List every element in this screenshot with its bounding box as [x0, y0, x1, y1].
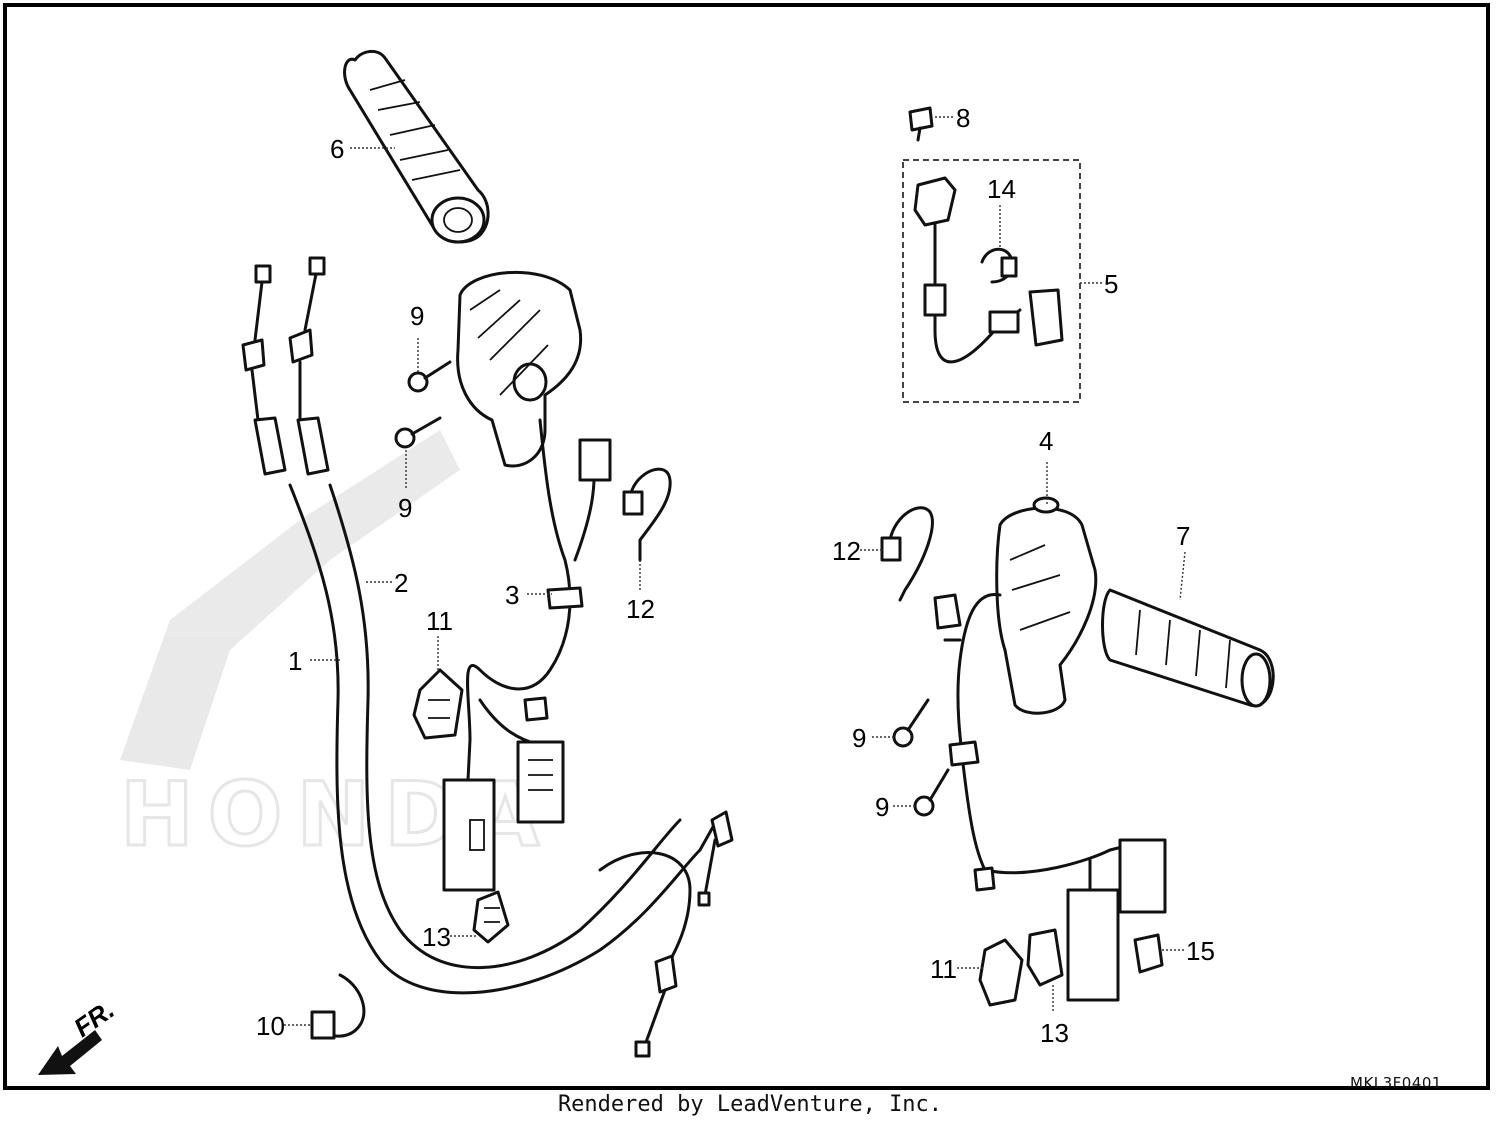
clip-part-13-right[interactable] — [1026, 928, 1064, 987]
clamp-part-12-right[interactable] — [880, 506, 934, 602]
band-part-10[interactable] — [310, 973, 366, 1040]
callout-15: 15 — [1186, 936, 1215, 966]
callout-3: 3 — [505, 580, 519, 610]
screw-part-9-a[interactable] — [407, 360, 452, 393]
clip-part-11-left[interactable] — [412, 668, 464, 740]
callout-13a: 13 — [422, 922, 451, 952]
callout-10: 10 — [256, 1011, 285, 1041]
callout-12a: 12 — [832, 536, 861, 566]
footer-credit: Rendered by LeadVenture, Inc. — [557, 1092, 943, 1117]
callout-7: 7 — [1176, 521, 1190, 551]
diagram-frame — [3, 3, 1490, 1090]
callout-12b: 12 — [626, 594, 655, 624]
right-grip-part-7[interactable] — [1101, 588, 1275, 708]
screw-part-9-d[interactable] — [913, 768, 950, 817]
callout-11a: 11 — [426, 606, 453, 636]
callout-2: 2 — [394, 568, 408, 598]
right-switch-part-4[interactable] — [933, 496, 1167, 1002]
callout-6: 6 — [330, 134, 344, 164]
callout-4: 4 — [1039, 426, 1053, 456]
callout-9d: 9 — [875, 792, 889, 822]
callout-9c: 9 — [852, 723, 866, 753]
callout-11b: 11 — [930, 954, 957, 984]
clamp-part-12-left[interactable] — [622, 467, 672, 562]
screw-part-8[interactable] — [908, 106, 934, 142]
callout-labels: 1 2 3 4 5 6 7 8 9 9 9 9 10 11 11 12 12 1… — [256, 103, 1215, 1048]
callout-5: 5 — [1104, 269, 1118, 299]
callout-1: 1 — [288, 646, 302, 676]
callout-13b: 13 — [1040, 1018, 1069, 1048]
clip-part-11-right[interactable] — [978, 938, 1024, 1007]
callout-14: 14 — [987, 174, 1016, 204]
callout-9a: 9 — [410, 301, 424, 331]
left-switch-part-3[interactable] — [442, 270, 612, 892]
stop-switch-part-5[interactable] — [913, 176, 1064, 364]
callout-8: 8 — [956, 103, 970, 133]
clip-part-14[interactable] — [980, 247, 1018, 284]
diagram-code: MKL3F0401 — [1350, 1074, 1442, 1092]
screw-part-9-c[interactable] — [892, 698, 930, 748]
leader-lines — [284, 116, 1186, 1026]
left-grip-part-6[interactable] — [343, 50, 490, 244]
callout-9b: 9 — [398, 493, 412, 523]
clip-part-13-left[interactable] — [472, 890, 510, 944]
direction-label: FR. — [68, 994, 120, 1043]
throttle-cable-part-1[interactable] — [241, 264, 734, 995]
throttle-cable-part-2[interactable] — [288, 256, 692, 1058]
clip-part-15[interactable] — [1133, 933, 1164, 974]
front-direction-marker: FR. — [38, 994, 120, 1075]
screw-part-9-b[interactable] — [394, 416, 442, 449]
